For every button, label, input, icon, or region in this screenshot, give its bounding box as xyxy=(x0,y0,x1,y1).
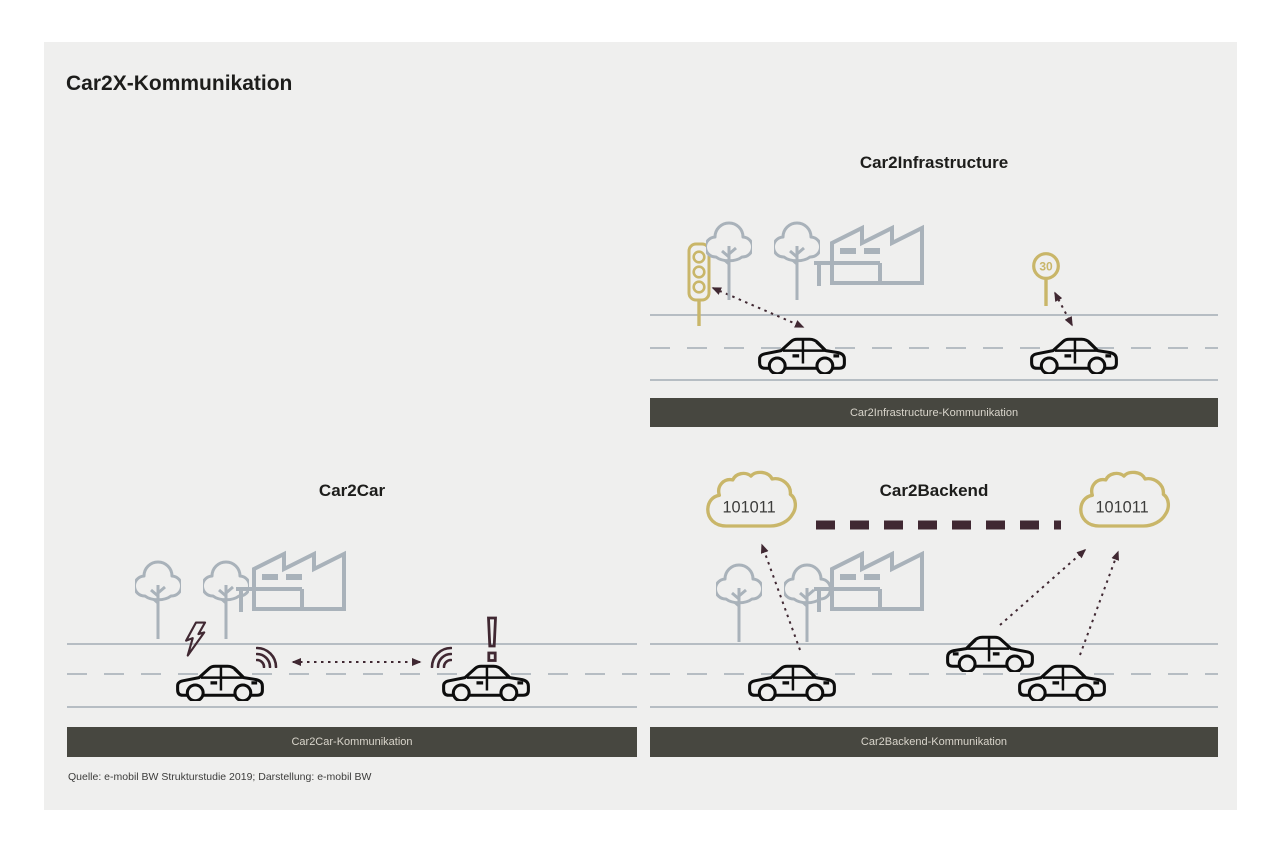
page-title: Car2X-Kommunikation xyxy=(66,72,293,95)
car-icon xyxy=(440,661,532,701)
road-center-dash xyxy=(650,673,1218,675)
road-center-dash xyxy=(650,347,1218,349)
arrow-rightcar-cloud-right xyxy=(1079,550,1119,656)
section-title-car2car: Car2Car xyxy=(318,481,386,500)
car-icon xyxy=(1016,661,1108,701)
speed-sign-value: 30 xyxy=(1039,260,1053,274)
data-cloud-icon: 101011 xyxy=(1076,469,1172,535)
section-title-backend: Car2Backend xyxy=(879,481,989,500)
cloud-data-value: 101011 xyxy=(1095,499,1148,517)
factory-icon xyxy=(814,217,944,287)
car-icon xyxy=(746,661,838,701)
infrastructure-communication-bar: Car2Infrastructure-Kommunikation xyxy=(650,398,1218,427)
section-title-infrastructure: Car2Infrastructure xyxy=(859,153,1009,172)
source-note: Quelle: e-mobil BW Strukturstudie 2019; … xyxy=(68,771,372,783)
arrow-car-cloud-left xyxy=(760,543,801,651)
cloud-data-value: 101011 xyxy=(722,499,775,517)
road-center-dash xyxy=(67,673,637,675)
car-icon xyxy=(1028,334,1120,374)
communication-arrows-layer xyxy=(291,287,1119,666)
road-line xyxy=(67,706,637,708)
road-line xyxy=(67,643,637,645)
hazard-lightning-icon xyxy=(182,620,210,658)
tree-icon xyxy=(135,555,181,643)
bar-label: Car2Infrastructure-Kommunikation xyxy=(849,406,1019,419)
car2car-communication-bar: Car2Car-Kommunikation xyxy=(67,727,637,757)
warning-exclamation-icon xyxy=(484,616,500,666)
road-line xyxy=(650,379,1218,381)
data-cloud-icon: 101011 xyxy=(703,469,799,535)
tree-icon xyxy=(716,558,762,646)
arrow-sign-car xyxy=(1054,291,1073,327)
tree-icon xyxy=(706,216,752,304)
factory-icon xyxy=(236,543,366,613)
infographic-card: Car2X-Kommunikation Car2Infrastructure 3… xyxy=(44,42,1237,810)
speed-limit-30-icon: 30 xyxy=(1032,252,1060,306)
factory-icon xyxy=(814,543,944,613)
road-line xyxy=(650,706,1218,708)
bar-label: Car2Backend-Kommunikation xyxy=(860,736,1008,748)
car-icon xyxy=(756,334,848,374)
bar-label: Car2Car-Kommunikation xyxy=(291,736,413,748)
arrow-midcar-cloud-right xyxy=(999,549,1087,626)
road-line xyxy=(650,314,1218,316)
backend-communication-bar: Car2Backend-Kommunikation xyxy=(650,727,1218,757)
road-line xyxy=(650,643,1218,645)
car-icon xyxy=(174,661,266,701)
